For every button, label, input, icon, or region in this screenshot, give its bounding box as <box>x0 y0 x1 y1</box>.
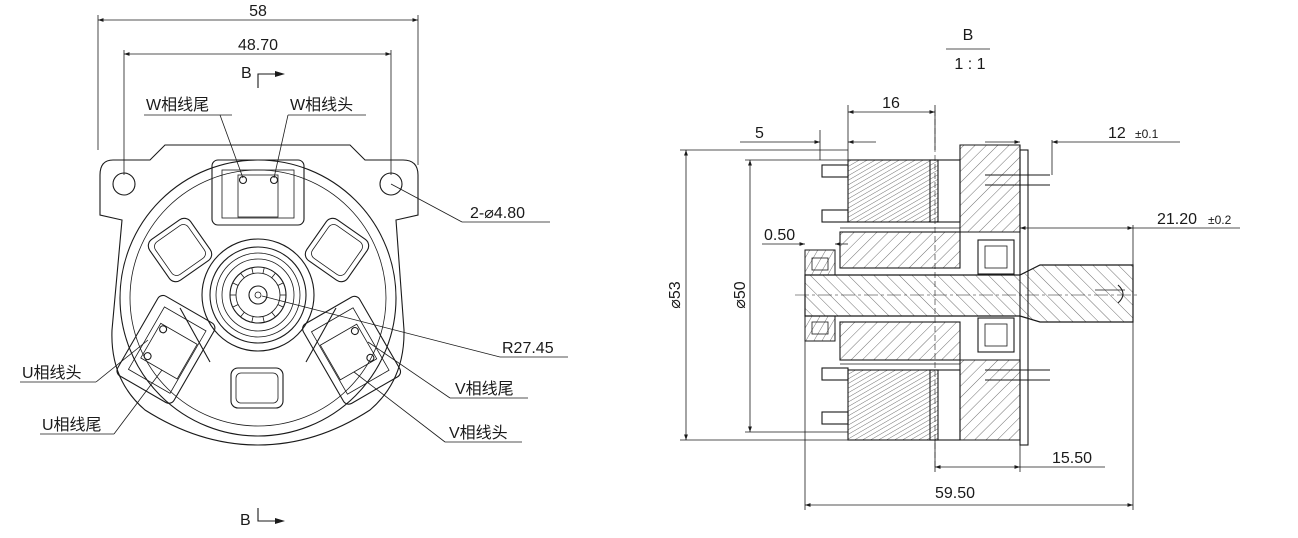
dim-59-50-label: 59.50 <box>935 485 975 502</box>
dim-dia-53-label: ⌀53 <box>667 281 684 309</box>
dim-dia-50: ⌀50 <box>732 159 848 433</box>
pocket-bottom <box>230 367 284 409</box>
dim-16: 16 <box>848 95 936 150</box>
section-marker-bottom-label: B <box>240 512 251 529</box>
leader-v-head: V相线头 <box>353 371 522 443</box>
dim-21-20-label: 21.20 <box>1157 211 1197 228</box>
leader-u-tail: U相线尾 <box>40 369 163 435</box>
motor-shaft <box>804 264 1134 323</box>
dim-hole-spacing: 48.70 <box>123 37 392 175</box>
dim-15-50: 15.50 <box>934 440 1105 472</box>
leader-u-head: U相线头 <box>20 339 149 383</box>
pocket-upper-right <box>304 217 370 283</box>
leader-radius: R27.45 <box>261 295 568 358</box>
dim-58-label: 58 <box>249 3 267 20</box>
hub-outer <box>201 238 315 352</box>
dim-0-50: 0.50 <box>762 227 848 246</box>
pcb-plate <box>1019 149 1029 446</box>
label-w-tail: W相线尾 <box>146 96 209 114</box>
section-marker-top: B <box>241 65 285 88</box>
section-marker-top-label: B <box>241 65 252 82</box>
pinion-gear <box>229 266 287 324</box>
leader-v-tail: V相线尾 <box>367 341 528 399</box>
rotor-magnet-bottom <box>839 321 961 361</box>
dim-overall-width: 58 <box>97 3 419 165</box>
section-scale-label: 1 : 1 <box>954 56 985 73</box>
dim-0-50-label: 0.50 <box>764 227 795 244</box>
dim-12-tolerance: ±0.1 <box>1135 127 1159 141</box>
label-v-head: V相线头 <box>449 424 508 442</box>
label-w-head: W相线头 <box>290 96 353 114</box>
dim-12: 12 ±0.1 <box>985 125 1180 175</box>
terminal-block-v <box>302 295 402 405</box>
dim-16-label: 16 <box>882 95 900 112</box>
leader-w-head: W相线头 <box>273 96 366 179</box>
section-title: B 1 : 1 <box>946 27 990 73</box>
motor-flange-outline <box>99 144 419 446</box>
dim-21-20: 21.20 ±0.2 <box>1019 211 1240 265</box>
leader-w-tail: W相线尾 <box>144 96 244 179</box>
section-view: B 1 : 1 <box>667 27 1240 510</box>
dim-dia-53: ⌀53 <box>667 149 848 441</box>
dim-5-label: 5 <box>755 125 764 142</box>
bearing-right-bottom <box>977 317 1015 353</box>
mounting-hole-right <box>379 172 403 196</box>
leader-hole-diameter: 2-⌀4.80 <box>390 183 550 223</box>
mounting-hole-left <box>112 172 136 196</box>
stator-stack-bottom <box>847 369 939 441</box>
label-u-head: U相线头 <box>22 364 82 382</box>
pocket-upper-left <box>147 217 213 283</box>
bearing-left-bottom <box>804 315 836 342</box>
dim-5: 5 <box>740 105 876 160</box>
dim-21-20-tolerance: ±0.2 <box>1208 213 1232 227</box>
dim-dia-50-label: ⌀50 <box>732 281 749 309</box>
label-hole-diameter: 2-⌀4.80 <box>470 205 525 222</box>
bearing-right-top <box>977 239 1015 275</box>
rotor-magnet-top <box>839 231 961 269</box>
bearing-left-top <box>804 249 836 276</box>
section-marker-bottom: B <box>240 508 285 529</box>
front-view: 58 48.70 B B <box>20 3 568 529</box>
dim-59-50: 59.50 <box>804 322 1134 510</box>
section-title-label: B <box>963 27 974 44</box>
dim-48-70-label: 48.70 <box>238 37 278 54</box>
label-v-tail: V相线尾 <box>455 380 514 398</box>
dim-15-50-label: 15.50 <box>1052 450 1092 467</box>
terminal-block-u <box>116 294 216 404</box>
dim-12-label: 12 <box>1108 125 1126 142</box>
terminal-block-w <box>211 159 305 226</box>
label-u-tail: U相线尾 <box>42 416 102 434</box>
label-radius: R27.45 <box>502 340 554 357</box>
stator-stack-top <box>847 159 939 223</box>
